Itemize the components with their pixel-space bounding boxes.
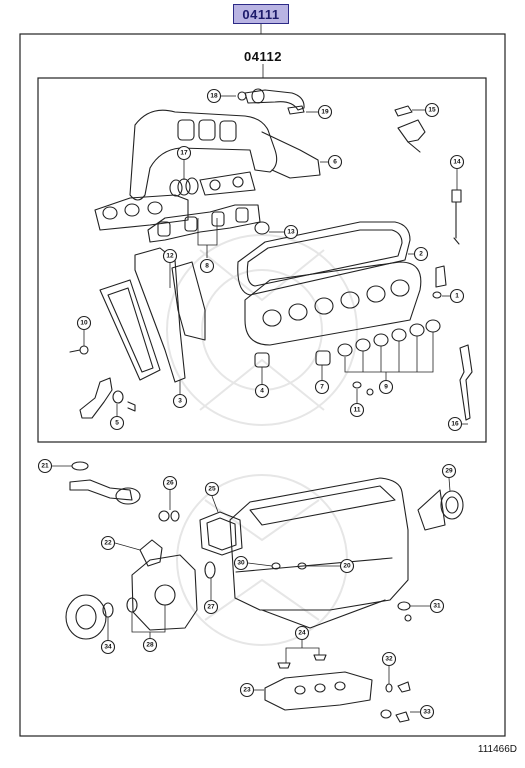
callout-34[interactable]: 34 xyxy=(100,639,116,655)
callout-26[interactable]: 26 xyxy=(162,475,178,491)
callout-18[interactable]: 18 xyxy=(206,88,222,104)
leader-lines xyxy=(52,95,468,713)
head-cover-gasket xyxy=(237,221,411,296)
callout-23[interactable]: 23 xyxy=(239,682,255,698)
svg-text:11: 11 xyxy=(354,407,361,414)
svg-text:33: 33 xyxy=(423,709,431,716)
callout-12[interactable]: 12 xyxy=(162,248,178,264)
callout-1[interactable]: 1 xyxy=(449,288,465,304)
svg-text:16: 16 xyxy=(451,421,459,428)
callout-25[interactable]: 25 xyxy=(204,481,220,497)
timing-belt xyxy=(107,287,154,373)
o-ring-stack xyxy=(169,177,199,197)
callout-11[interactable]: 11 xyxy=(349,402,365,418)
callout-31[interactable]: 31 xyxy=(429,598,445,614)
svg-text:9: 9 xyxy=(384,384,388,391)
svg-text:30: 30 xyxy=(237,560,245,567)
outer-frame xyxy=(19,33,506,737)
svg-text:23: 23 xyxy=(243,687,251,694)
crank-pulley xyxy=(65,594,107,640)
svg-text:10: 10 xyxy=(80,320,88,327)
svg-text:31: 31 xyxy=(433,603,441,610)
svg-text:18: 18 xyxy=(210,93,218,100)
callout-15[interactable]: 15 xyxy=(424,102,440,118)
callout-14[interactable]: 14 xyxy=(449,154,465,170)
svg-text:4: 4 xyxy=(260,388,264,395)
gasket-13 xyxy=(254,221,270,235)
bracket-15 xyxy=(397,119,426,143)
hose-16 xyxy=(459,344,473,421)
callout-24[interactable]: 24 xyxy=(294,625,310,641)
svg-text:8: 8 xyxy=(205,263,209,270)
callout-17[interactable]: 17 xyxy=(176,145,192,161)
svg-text:12: 12 xyxy=(166,253,174,260)
callout-4[interactable]: 4 xyxy=(254,383,270,399)
callout-29[interactable]: 29 xyxy=(441,463,457,479)
svg-text:32: 32 xyxy=(385,656,393,663)
svg-text:14: 14 xyxy=(453,159,461,166)
callout-20[interactable]: 20 xyxy=(339,558,355,574)
upper-gasket-set xyxy=(69,88,473,421)
callout-27[interactable]: 27 xyxy=(203,599,219,615)
callout-32[interactable]: 32 xyxy=(381,651,397,667)
svg-text:17: 17 xyxy=(180,150,188,157)
lower-manifold-gasket xyxy=(264,671,373,711)
lower-gasket-set xyxy=(65,461,464,723)
svg-text:13: 13 xyxy=(287,229,295,236)
inner-frame xyxy=(37,77,487,443)
manifold-outlet xyxy=(261,131,321,179)
svg-text:27: 27 xyxy=(207,604,215,611)
callouts: 18 19 15 17 6 14 13 12 8 2 1 10 4 7 9 3 … xyxy=(37,88,465,720)
callout-3[interactable]: 3 xyxy=(172,393,188,409)
intake-gasket-left xyxy=(94,194,189,231)
svg-text:25: 25 xyxy=(208,486,216,493)
callout-22[interactable]: 22 xyxy=(100,535,116,551)
kit-part-number-04112[interactable]: 04112 xyxy=(244,49,282,64)
kit-part-number-04111[interactable]: 04111 xyxy=(233,4,289,24)
timing-cover-gasket xyxy=(134,247,186,383)
drawing-code: 111466D xyxy=(477,744,517,755)
callout-2[interactable]: 2 xyxy=(413,246,429,262)
callout-5[interactable]: 5 xyxy=(109,415,125,431)
svg-text:5: 5 xyxy=(115,420,119,427)
svg-text:3: 3 xyxy=(178,398,182,405)
svg-text:26: 26 xyxy=(166,480,174,487)
svg-text:24: 24 xyxy=(298,630,306,637)
svg-text:21: 21 xyxy=(41,463,49,470)
timing-chain-cover xyxy=(131,554,198,631)
svg-text:20: 20 xyxy=(343,563,351,570)
svg-text:29: 29 xyxy=(445,468,453,475)
svg-text:1: 1 xyxy=(455,293,459,300)
svg-text:6: 6 xyxy=(333,159,337,166)
svg-text:28: 28 xyxy=(146,642,154,649)
callout-21[interactable]: 21 xyxy=(37,458,53,474)
water-inlet-pipe xyxy=(79,377,113,419)
callout-6[interactable]: 6 xyxy=(327,154,343,170)
callout-7[interactable]: 7 xyxy=(314,379,330,395)
svg-text:19: 19 xyxy=(321,109,329,116)
svg-text:22: 22 xyxy=(104,540,112,547)
callout-28[interactable]: 28 xyxy=(142,637,158,653)
svg-text:34: 34 xyxy=(104,644,112,651)
pipe-top xyxy=(244,89,305,111)
callout-8[interactable]: 8 xyxy=(199,258,215,274)
cylinder-head-gasket xyxy=(244,261,422,346)
svg-text:7: 7 xyxy=(320,384,324,391)
callout-9[interactable]: 9 xyxy=(378,379,394,395)
callout-16[interactable]: 16 xyxy=(447,416,463,432)
small-gasket-15 xyxy=(394,105,413,117)
port-gaskets-9 xyxy=(337,319,441,357)
exhaust-manifold-gasket xyxy=(129,109,278,201)
engine-block xyxy=(229,477,409,611)
callout-33[interactable]: 33 xyxy=(419,704,435,720)
frames xyxy=(19,24,506,737)
callout-19[interactable]: 19 xyxy=(317,104,333,120)
svg-text:2: 2 xyxy=(419,251,423,258)
svg-text:15: 15 xyxy=(428,107,436,114)
callout-13[interactable]: 13 xyxy=(283,224,299,240)
callout-10[interactable]: 10 xyxy=(76,315,92,331)
callout-30[interactable]: 30 xyxy=(233,555,249,571)
